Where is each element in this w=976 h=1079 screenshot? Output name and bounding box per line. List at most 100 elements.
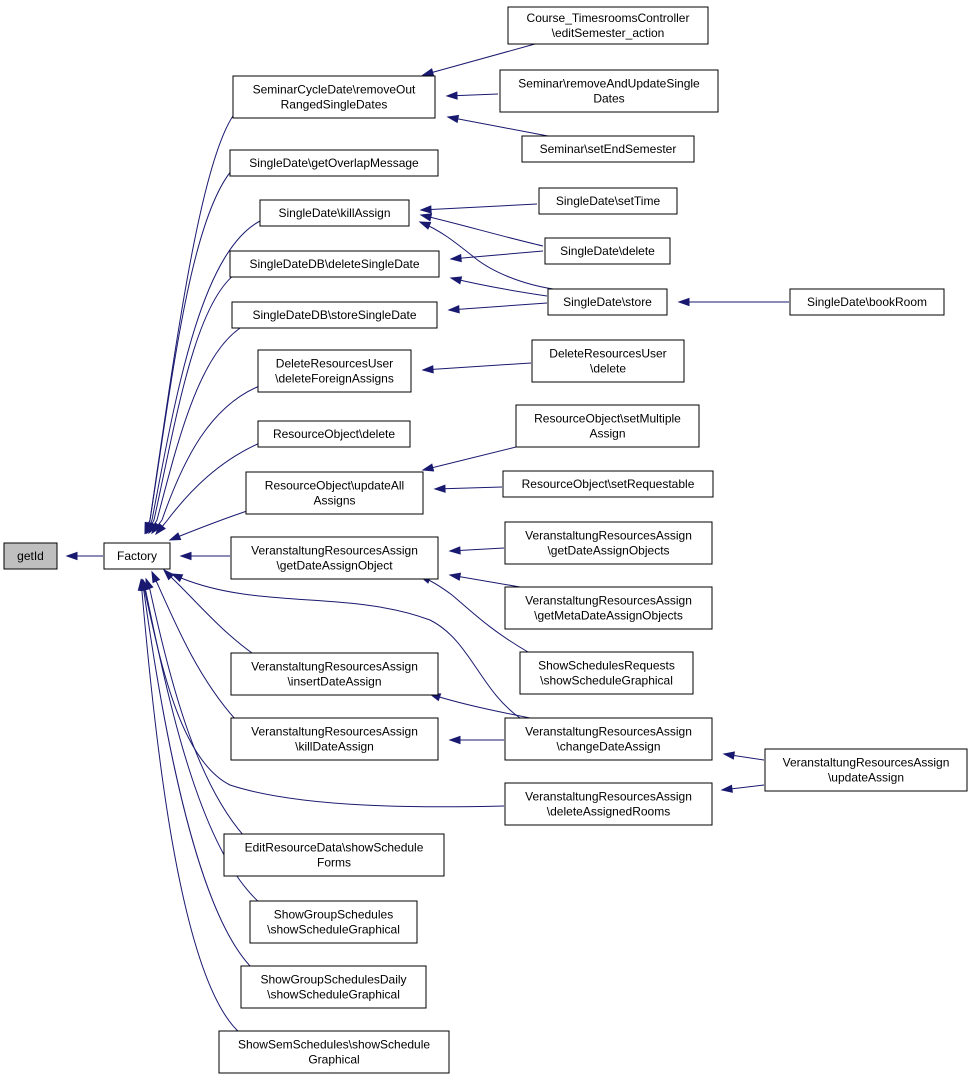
node-sd-settime[interactable]: SingleDate\setTime xyxy=(538,187,678,215)
node-label: VeranstaltungResourcesAssign xyxy=(251,725,418,739)
node-label: ShowGroupSchedules xyxy=(274,908,393,922)
node-label: Dates xyxy=(593,92,624,106)
node-sd-overlap[interactable]: SingleDate\getOverlapMessage xyxy=(229,149,439,177)
node-vra-insert[interactable]: VeranstaltungResourcesAssign\insertDateA… xyxy=(230,652,439,696)
node-box xyxy=(515,404,700,448)
node-box xyxy=(229,149,439,177)
node-label: \delete xyxy=(590,362,626,376)
node-label: \showScheduleGraphical xyxy=(540,674,673,688)
node-sd-store[interactable]: SingleDate\store xyxy=(547,288,668,316)
arrowhead xyxy=(151,570,161,584)
node-vra-kill[interactable]: VeranstaltungResourcesAssign\killDateAss… xyxy=(230,717,439,761)
node-label: \deleteForeignAssigns xyxy=(275,372,394,386)
node-sddb-store[interactable]: SingleDateDB\storeSingleDate xyxy=(231,301,438,329)
node-sddb-delete[interactable]: SingleDateDB\deleteSingleDate xyxy=(229,250,440,278)
node-label: \editSemester_action xyxy=(552,26,665,40)
node-label: getId xyxy=(17,549,44,563)
node-dru-foreign[interactable]: DeleteResourcesUser\deleteForeignAssigns xyxy=(257,349,412,393)
node-sd-kill[interactable]: SingleDate\killAssign xyxy=(259,199,410,227)
node-vra-getdao[interactable]: VeranstaltungResourcesAssign\getDateAssi… xyxy=(230,536,439,580)
edge-sd_delete-to-sddb_delete xyxy=(449,250,544,263)
arrowhead xyxy=(419,213,433,222)
node-sd-bookroom[interactable]: SingleDate\bookRoom xyxy=(789,288,945,316)
node-label: \showScheduleGraphical xyxy=(267,923,400,937)
node-vra-delrooms[interactable]: VeranstaltungResourcesAssign\deleteAssig… xyxy=(504,782,713,826)
edge-vra_change-to-vra_kill xyxy=(448,735,504,745)
node-box xyxy=(507,6,709,45)
node-ssr-graph[interactable]: ShowSchedulesRequests\showScheduleGraphi… xyxy=(519,651,694,695)
node-label: EditResourceData\showSchedule xyxy=(245,841,424,855)
edge-dru_foreign-to-factory xyxy=(151,384,263,535)
edge-sd_store-to-sddb_delete xyxy=(449,276,548,297)
node-box xyxy=(504,586,713,630)
node-label: DeleteResourcesUser xyxy=(276,357,393,371)
node-sem-setend[interactable]: Seminar\setEndSemester xyxy=(521,135,695,163)
edge-vra_update-to-vra_delrooms xyxy=(720,784,765,793)
edge-sss_graph-to-factory xyxy=(137,578,241,1034)
node-label: \killDateAssign xyxy=(295,740,374,754)
node-ro-setreq[interactable]: ResourceObject\setRequestable xyxy=(502,470,714,498)
node-vra-update[interactable]: VeranstaltungResourcesAssign\updateAssig… xyxy=(764,748,968,792)
node-label: VeranstaltungResourcesAssign xyxy=(525,529,692,543)
node-box xyxy=(231,301,438,329)
node-label: SingleDate\bookRoom xyxy=(807,295,927,309)
edge-vra_getdaos-to-vra_getdao xyxy=(448,546,505,555)
arrowhead xyxy=(433,484,446,493)
node-factory[interactable]: Factory xyxy=(103,542,171,570)
node-box xyxy=(229,250,440,278)
node-box xyxy=(257,349,412,393)
edge-vra_getdao-to-factory xyxy=(179,551,230,561)
node-sss-graph[interactable]: ShowSemSchedules\showScheduleGraphical xyxy=(218,1030,450,1074)
node-sd-delete[interactable]: SingleDate\delete xyxy=(544,237,671,265)
node-label: \getDateAssignObject xyxy=(276,559,393,573)
node-vra-getdaos[interactable]: VeranstaltungResourcesAssign\getDateAssi… xyxy=(504,521,713,565)
node-label: \deleteAssignedRooms xyxy=(547,805,670,819)
node-label: VeranstaltungResourcesAssign xyxy=(525,790,692,804)
node-label: VeranstaltungResourcesAssign xyxy=(525,725,692,739)
edge-vra_insert-to-factory xyxy=(162,568,253,654)
node-label: SingleDate\killAssign xyxy=(278,206,390,220)
node-scd-remove[interactable]: SeminarCycleDate\removeOutRangedSingleDa… xyxy=(232,75,436,119)
node-vra-change[interactable]: VeranstaltungResourcesAssign\changeDateA… xyxy=(504,717,713,761)
edge-vra_delrooms-to-factory xyxy=(140,578,505,808)
node-label: RangedSingleDates xyxy=(281,98,388,112)
arrowhead xyxy=(421,365,434,374)
node-box xyxy=(531,339,685,383)
node-sgsd-graph[interactable]: ShowGroupSchedulesDaily\showScheduleGrap… xyxy=(240,965,427,1009)
node-ro-delete[interactable]: ResourceObject\delete xyxy=(257,420,411,448)
edge-vra_update-to-vra_change xyxy=(722,751,765,761)
node-box xyxy=(223,833,445,877)
arrowhead xyxy=(140,578,149,592)
node-label: Seminar\removeAndUpdateSingle xyxy=(518,77,700,91)
node-label: SingleDate\store xyxy=(563,295,652,309)
node-box xyxy=(218,1030,450,1074)
arrowhead xyxy=(448,735,461,745)
node-box xyxy=(521,135,695,163)
node-label: VeranstaltungResourcesAssign xyxy=(783,756,950,770)
edge-vra_change-to-factory xyxy=(170,573,521,719)
node-ctc-edit[interactable]: Course_TimesroomsController\editSemester… xyxy=(507,6,709,45)
arrowhead xyxy=(419,205,432,214)
node-sgs-graph[interactable]: ShowGroupSchedules\showScheduleGraphical xyxy=(249,900,418,944)
node-label: ResourceObject\setMultiple xyxy=(534,412,681,426)
node-box xyxy=(504,717,713,761)
node-box xyxy=(249,900,418,944)
arrowhead xyxy=(677,297,690,307)
node-vra-getmeta[interactable]: VeranstaltungResourcesAssign\getMetaDate… xyxy=(504,586,713,630)
arrowhead xyxy=(170,573,184,583)
edge-sd_bookroom-to-sd_store xyxy=(677,297,789,307)
node-label: SingleDate\getOverlapMessage xyxy=(249,156,419,170)
node-dru-delete[interactable]: DeleteResourcesUser\delete xyxy=(531,339,685,383)
node-box xyxy=(230,652,439,696)
arrowhead xyxy=(720,784,733,793)
node-box xyxy=(547,288,668,316)
node-label: \showScheduleGraphical xyxy=(267,988,400,1002)
node-box xyxy=(764,748,968,792)
node-box xyxy=(240,965,427,1009)
node-box xyxy=(502,470,714,498)
